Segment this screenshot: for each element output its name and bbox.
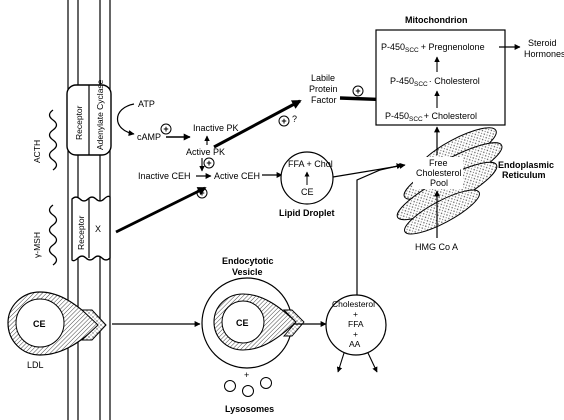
hydrolysis-products — [325, 294, 387, 356]
atp-label: ATP — [138, 99, 155, 109]
p450-cholesterol-mid-row: P-450SCC· Cholesterol — [390, 76, 480, 88]
mitochondrion-box — [375, 29, 506, 126]
free-chol-label-bg — [413, 157, 463, 189]
p450-label-2: P-450 — [390, 76, 414, 86]
p450-label-1: P-450 — [381, 42, 405, 52]
free-chol-label-2: Cholesterol — [416, 168, 462, 178]
ldl-particle: CE — [7, 291, 101, 356]
inactive-ceh-label: Inactive CEH — [138, 171, 191, 181]
adenylate-cyclase-label: Adenylate Cyclase — [95, 79, 105, 150]
active-ceh-label: Active CEH — [214, 171, 260, 181]
vesicle-receptor-pit — [282, 309, 305, 337]
ldl-label: LDL — [27, 360, 44, 370]
lysosomes-label: Lysosomes — [225, 404, 274, 414]
steroid-label-2: Hormones — [524, 49, 564, 59]
er-label-2: Reticulum — [502, 170, 546, 180]
plus-sign-camp: + — [163, 124, 168, 134]
cholesterol-mid-label: · Cholesterol — [429, 76, 480, 86]
pregnenolone-label: + Pregnenolone — [421, 42, 485, 52]
scc-sub-2: SCC — [414, 81, 428, 88]
mitochondrion-title: Mitochondrion — [405, 15, 468, 25]
receptor-x: Receptor X — [71, 195, 111, 262]
lysosome-2 — [242, 385, 254, 397]
camp-label: cAMP — [137, 132, 161, 142]
prod-chol-label: Cholesterol — [332, 299, 375, 309]
plus-circle-question — [278, 115, 290, 127]
steroid-label-1: Steroid — [528, 38, 557, 48]
free-chol-label-1: Free — [429, 158, 448, 168]
pk-to-labile-arrow — [213, 99, 302, 149]
products-out-left-arrow — [336, 352, 345, 373]
products-out-right-arrow — [367, 352, 378, 373]
labile-label-1: Labile — [311, 73, 335, 83]
labile-label-2: Protein — [309, 84, 338, 94]
prod-aa-label: AA — [349, 339, 361, 349]
x-label: X — [95, 224, 101, 234]
vesicle-core — [221, 300, 265, 344]
receptor-label-2: Receptor — [76, 215, 86, 250]
plus-circle-labile — [352, 85, 364, 97]
inactive-pk-label: Inactive PK — [193, 123, 239, 133]
products-to-er-arrow — [356, 163, 403, 295]
lipid-ffa-chol-label: FFA + Chol — [288, 159, 333, 169]
er-label-1: Endoplasmic — [498, 160, 554, 170]
p450-pregnenolone-row: P-450SCC+ Pregnenolone — [381, 42, 485, 54]
x-to-ceh-arrow — [115, 186, 207, 234]
ldl-receptor-pit — [80, 309, 107, 341]
p450-cholesterol-bottom-row: P-450SCC+ Cholesterol — [385, 111, 477, 123]
lipid-droplet-label: Lipid Droplet — [279, 208, 335, 218]
scc-sub-3: SCC — [409, 116, 423, 123]
hmg-label: HMG Co A — [415, 242, 458, 252]
active-pk-label: Active PK — [186, 147, 225, 157]
receptor-adenylate-cyclase: Receptor Adenylate Cyclase — [66, 79, 112, 156]
lipid-ce-label: CE — [301, 187, 314, 197]
receptor-label-1: Receptor — [74, 105, 84, 140]
atp-camp-arrow — [117, 103, 135, 136]
lyso-plus: + — [244, 370, 249, 380]
question-label: ? — [292, 114, 297, 124]
msh-wave — [48, 204, 58, 266]
free-chol-label-3: Pool — [430, 178, 448, 188]
p450-label-3: P-450 — [385, 111, 409, 121]
endo-label-1: Endocytotic — [222, 256, 274, 266]
ce-ldl-label: CE — [33, 319, 46, 329]
scc-sub-1: SCC — [405, 47, 419, 54]
cholesterol-bottom-label: + Cholesterol — [424, 111, 477, 121]
plus-sign-pk: + — [206, 158, 211, 168]
endo-label-2: Vesicle — [232, 267, 263, 277]
msh-label: γ-MSH — [32, 232, 42, 258]
plus-sign-question: + — [281, 116, 286, 126]
plus-sign-labile: + — [355, 86, 360, 96]
acth-label: ACTH — [32, 140, 42, 163]
labile-label-3: Factor — [311, 95, 337, 105]
prod-plus1: + — [353, 309, 358, 319]
prod-plus2: + — [353, 329, 358, 339]
plus-circle-camp — [160, 123, 172, 135]
ce-vesicle-label: CE — [236, 318, 249, 328]
acth-wave — [48, 109, 58, 171]
prod-ffa-label: FFA — [348, 319, 364, 329]
lysosome-3 — [260, 377, 272, 389]
lysosome-1 — [224, 380, 236, 392]
plus-circle-pk — [203, 157, 215, 169]
